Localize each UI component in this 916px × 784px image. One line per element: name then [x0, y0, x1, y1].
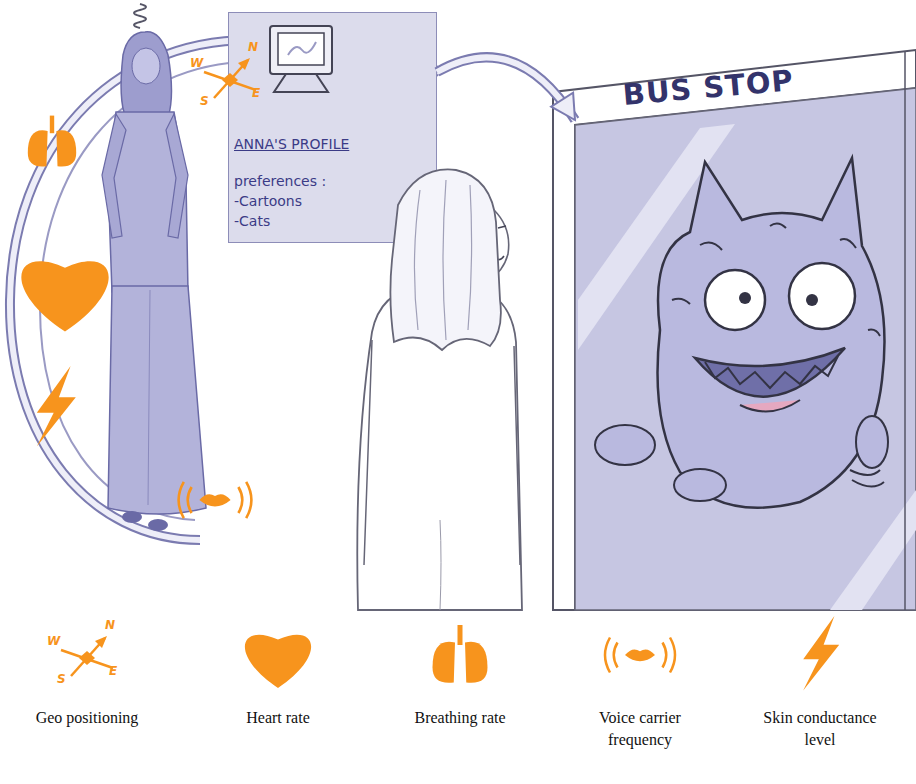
cat-tongue: [740, 400, 800, 411]
compass-axis: [61, 650, 113, 668]
legend-label: Geo positioning: [21, 707, 153, 729]
heart: [245, 635, 311, 688]
compass-letter: E: [109, 664, 117, 678]
bus-stop-shelter: BUS STOP: [575, 65, 916, 610]
legend-compass-icon: [61, 636, 113, 676]
cat-eye: [789, 263, 855, 329]
glass-reflection: [830, 490, 916, 610]
heart: [21, 261, 108, 331]
hair-strands: [414, 180, 471, 340]
voice-icon: [179, 482, 252, 518]
legend-lightning-icon: [803, 616, 839, 690]
lungs-icon: [28, 116, 76, 167]
cat-mouth: [695, 348, 845, 397]
legend-label: Breathing rate: [394, 707, 526, 729]
sound-waves: [179, 482, 252, 518]
compass-center: [79, 651, 95, 665]
lips: [625, 649, 655, 661]
compass-letter: W: [47, 634, 60, 648]
legend-label: Voice carrier frequency: [574, 707, 706, 751]
compass-letter: N: [105, 618, 115, 632]
sound-waves: [605, 638, 675, 673]
poster-glass: [575, 88, 916, 610]
monitor-screen: [278, 33, 324, 65]
anna-figure: [357, 169, 522, 610]
legend-heart-icon: [245, 635, 311, 688]
legend-label: Skin conductance level: [754, 707, 886, 751]
ghost-foot: [122, 511, 142, 523]
legend-label: Heart rate: [212, 707, 344, 729]
ghost-skirt: [108, 286, 206, 514]
cat-eye: [705, 270, 765, 330]
cat-paw: [595, 425, 655, 465]
cat-paw: [856, 416, 888, 468]
cat-tail-stripes: [850, 470, 884, 487]
ghost-face: [132, 48, 160, 84]
skirt-fold: [148, 290, 150, 505]
monitor-base: [274, 74, 328, 92]
lightning: [803, 616, 839, 690]
cartoon-cat: [595, 158, 888, 508]
trachea: [50, 116, 54, 134]
compass-letter: S: [200, 94, 209, 108]
anna-hair: [390, 169, 500, 350]
trachea: [458, 625, 463, 645]
lips: [199, 494, 230, 506]
arrow-band: [437, 57, 575, 120]
legend-lungs-icon: [433, 625, 488, 683]
lightning-icon: [37, 366, 76, 447]
ghost-arm: [102, 114, 126, 238]
cat-foot: [674, 469, 726, 501]
cat-body: [658, 158, 885, 508]
compass-letter: S: [57, 672, 66, 686]
anna-arms: [364, 340, 520, 565]
compass-axis: [204, 72, 256, 90]
compass-letter: W: [190, 56, 203, 70]
compass-arrow: [95, 636, 107, 648]
flow-arrow: [437, 57, 575, 120]
compass-arrow: [238, 58, 250, 70]
lung: [433, 642, 456, 683]
bus-shelter: [553, 50, 916, 610]
compass-letter: E: [252, 86, 260, 100]
shelter-frame: [553, 50, 916, 610]
confusion-squiggle: [134, 4, 146, 28]
heart-icon: [21, 261, 108, 331]
legend-voice-icon: [605, 638, 675, 673]
computer-monitor: [270, 26, 332, 92]
lightning: [37, 366, 76, 447]
compass-center: [222, 73, 238, 87]
shirt-fold: [440, 520, 441, 610]
profile-heading: ANNA'S PROFILE: [234, 134, 436, 154]
ghost-foot: [148, 519, 168, 531]
lung: [28, 130, 48, 166]
lung: [56, 130, 76, 166]
compass-icon: [204, 58, 256, 98]
cat-pupil: [739, 292, 751, 304]
bus-stop-sign: BUS STOP: [621, 62, 795, 113]
cat-teeth: [705, 356, 838, 388]
ghost-woman: [102, 4, 206, 531]
profile-field: preferences :: [234, 171, 436, 191]
lung: [465, 642, 488, 683]
cat-pupil: [806, 294, 818, 306]
arrow-head: [551, 93, 575, 120]
shelter-inner-frame: [575, 88, 916, 610]
cat-stripes: [672, 223, 880, 336]
screen-glare: [288, 42, 316, 55]
arrow-band-outline: [437, 57, 575, 120]
ghost-arm: [166, 114, 188, 238]
monitor-case: [270, 26, 332, 74]
shelter-post: [904, 52, 906, 610]
compass-letter: N: [248, 40, 258, 54]
ghost-hair: [121, 32, 171, 118]
